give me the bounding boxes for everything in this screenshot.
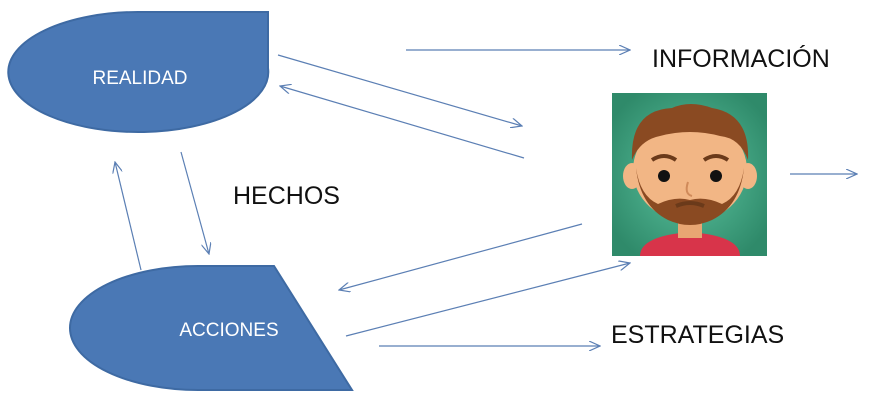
arrow-acciones-to-person <box>345 263 630 337</box>
arrow-person-to-acciones <box>339 223 583 290</box>
realidad-label: REALIDAD <box>92 68 187 89</box>
arrow-realidad-to-person <box>277 54 522 126</box>
acciones-label: ACCIONES <box>179 320 278 341</box>
acciones-shape <box>69 265 354 391</box>
bearded-man-avatar-icon <box>612 93 767 256</box>
arrow-person-to-realidad <box>280 86 525 159</box>
arrow-realidad-to-acciones <box>180 151 209 254</box>
estrategias-label: ESTRATEGIAS <box>611 321 784 349</box>
informacion-label: INFORMACIÓN <box>652 44 830 73</box>
arrow-acciones-to-realidad <box>115 162 142 271</box>
hechos-label: HECHOS <box>233 182 340 210</box>
realidad-shape <box>7 11 270 133</box>
